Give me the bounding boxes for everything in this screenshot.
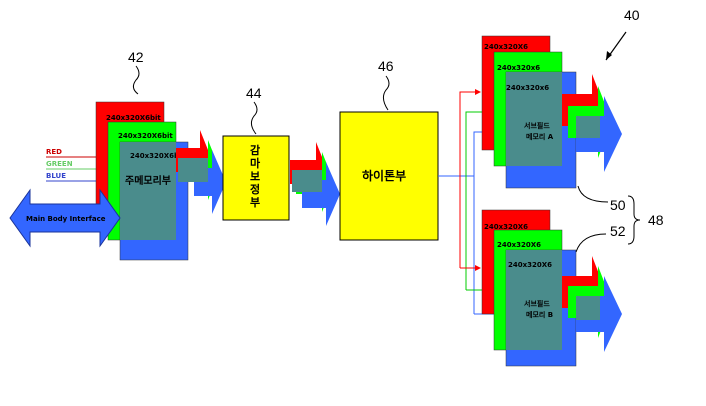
sub-a-blue-label: 240x320x6: [506, 84, 549, 92]
sub-a-title-1: 서브필드: [524, 121, 550, 130]
leader-46: [383, 76, 389, 110]
subfield-memory-a: 240x320X6 240x320x6 240x320x6 서브필드 메모리 A: [482, 36, 576, 188]
halftone-title: 하이톤부: [362, 168, 406, 183]
subfield-memory-b: 240x320X6 240x320X6 240x320X6 서브필드 메모리 B: [482, 210, 576, 366]
sub-a-red-label: 240x320X6: [484, 43, 528, 51]
ref-52: 52: [610, 223, 626, 239]
gamma-arrow-overlap: [292, 170, 322, 192]
main-memory-title: 주메모리부: [125, 174, 171, 187]
main-arrow-overlap: [178, 158, 208, 182]
sub-a-green-label: 240x320x6: [497, 64, 540, 72]
blue-signal-label: BLUE: [46, 172, 66, 180]
leader-44: [251, 102, 257, 134]
sub-b-title-1: 서브필드: [524, 299, 550, 308]
red-path-a: [460, 92, 480, 268]
sub-b-arrow-overlap: [576, 296, 600, 320]
sub-b-red-label: 240x320X6: [484, 223, 528, 231]
gamma-char-2: 마: [250, 156, 261, 170]
ref-50: 50: [610, 197, 626, 213]
main-memory-red-label: 240x320X6bit: [106, 114, 161, 122]
leader-42: [133, 66, 139, 94]
brace-48: [628, 196, 640, 244]
sub-b-green-label: 240x320X6: [497, 241, 541, 249]
gamma-char-1: 감: [250, 143, 260, 157]
leader-50: [578, 186, 608, 202]
sub-a-title-2: 메모리 A: [526, 132, 554, 141]
gamma-char-5: 부: [250, 196, 260, 209]
main-memory-green-label: 240x320X6bit: [118, 132, 173, 140]
main-memory-block: 240x320X6bit 240x320X6bit 240x320X6bit 주…: [96, 102, 188, 260]
gamma-char-3: 보: [250, 170, 260, 183]
sub-b-title-2: 메모리 B: [526, 310, 553, 319]
gamma-output-arrows: [290, 142, 340, 226]
leader-52: [576, 234, 606, 252]
ref-48: 48: [648, 212, 664, 228]
ref-42: 42: [128, 49, 144, 65]
gamma-char-4: 정: [250, 182, 260, 196]
sub-a-arrow-overlap: [576, 116, 600, 138]
main-body-interface-label: Main Body Interface: [26, 215, 106, 223]
ref-46: 46: [378, 58, 394, 74]
gamma-correction-block: 감 마 보 정 부: [223, 136, 289, 220]
sub-b-blue-label: 240x320X6: [508, 261, 552, 269]
green-signal-label: GREEN: [46, 160, 73, 168]
ref-40: 40: [624, 7, 640, 23]
red-signal-label: RED: [46, 148, 62, 156]
ref-44: 44: [246, 85, 262, 101]
